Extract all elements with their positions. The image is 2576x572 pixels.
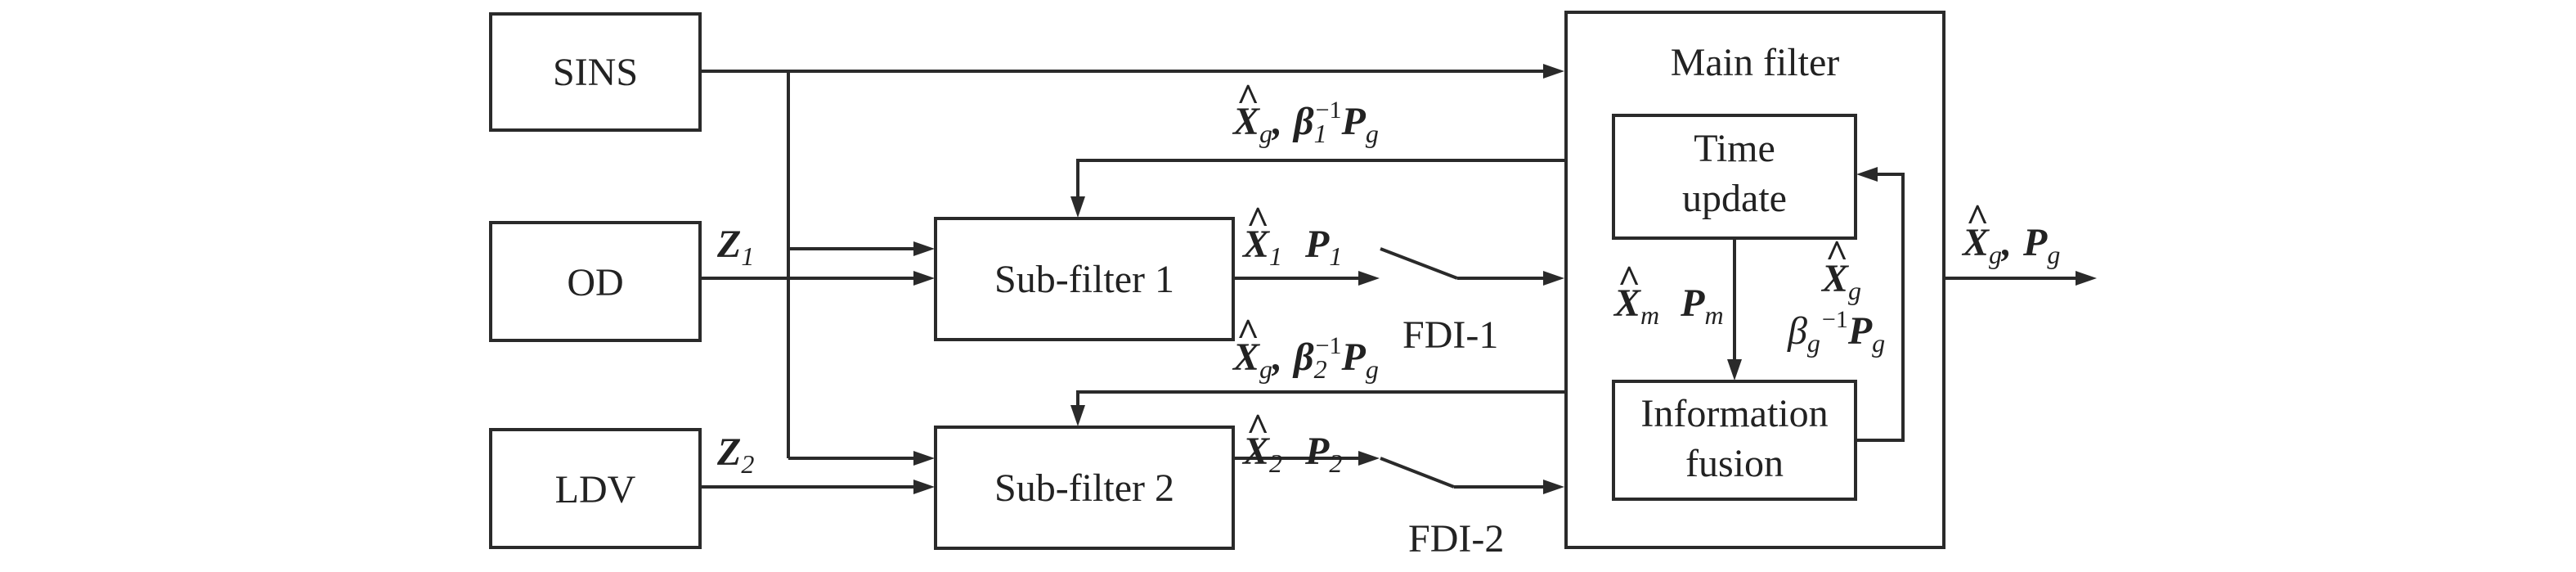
sins-label: SINS (553, 51, 638, 94)
ldv-to-sub-filter-2-arrow (700, 480, 935, 494)
fusion-to-time-update-loop-arrow (1856, 167, 1905, 442)
main-filter-loop-label: ^ Xg βg−1Pg (1787, 232, 1885, 358)
main-to-sub-filter-2-feedback-arrow (1070, 390, 1566, 426)
svg-text:^: ^ (1966, 196, 1988, 240)
sins-to-sub-filter-2-arrow (788, 451, 935, 466)
svg-text:βg−1Pg: βg−1Pg (1787, 306, 1885, 358)
main-filter-output-label: ^ Xg,Pg (1961, 196, 2060, 269)
sins-block: SINS (489, 12, 702, 132)
main-to-sub-filter-1-feedback-arrow (1070, 159, 1566, 218)
time-update-label-line1: Time (1694, 127, 1775, 170)
main-filter-label: Main filter (1671, 41, 1840, 84)
feedback-1-label: ^ Xg,β1−1Pg (1232, 76, 1379, 148)
sins-to-sub-filter-1-arrow (788, 241, 935, 256)
sub-filter-2-label: Sub-filter 2 (994, 466, 1174, 510)
time-update-block: Time update (1612, 114, 1857, 240)
information-fusion-block: Information fusion (1612, 380, 1857, 501)
svg-text:^: ^ (1246, 199, 1268, 242)
od-label: OD (567, 261, 623, 304)
fdi-1-switch (1380, 247, 1564, 286)
svg-text:^: ^ (1825, 232, 1847, 276)
fdi-2-label: FDI-2 (1408, 517, 1504, 561)
od-block: OD (489, 221, 702, 342)
svg-text:^: ^ (1236, 311, 1259, 354)
svg-text:Z1: Z1 (716, 223, 754, 271)
feedback-2-label: ^ Xg,β2−1Pg (1232, 311, 1379, 384)
svg-text:Xg,Pg: Xg,Pg (1961, 221, 2060, 269)
sub-filter-1-block: Sub-filter 1 (934, 217, 1235, 341)
time-update-to-fusion-arrow (1727, 238, 1742, 381)
main-filter-output-arrow (1944, 271, 2097, 286)
z2-label: Z2 (716, 430, 754, 479)
svg-text:^: ^ (1246, 406, 1268, 449)
information-fusion-label-line1: Information (1640, 392, 1828, 435)
svg-text:Xg: Xg (1820, 257, 1861, 305)
z1-label: Z1 (716, 223, 754, 271)
information-fusion-label-line2: fusion (1685, 442, 1784, 485)
fdi-2-switch (1380, 457, 1564, 494)
sub-filter-1-label: Sub-filter 1 (994, 258, 1174, 301)
fdi-1-label: FDI-1 (1402, 313, 1498, 357)
time-update-label-line2: update (1682, 177, 1787, 220)
od-to-sub-filter-1-arrow (700, 271, 935, 286)
sub-filter-2-block: Sub-filter 2 (934, 426, 1235, 550)
sub-filter-1-output-arrow (1233, 271, 1380, 286)
svg-text:Xg,β2−1Pg: Xg,β2−1Pg (1232, 332, 1379, 384)
ldv-block: LDV (489, 428, 702, 549)
sins-to-main-filter-arrow (700, 64, 1564, 79)
svg-text:^: ^ (1236, 76, 1259, 119)
sub-filter-2-output-arrow (1233, 451, 1380, 466)
svg-text:Z2: Z2 (716, 430, 754, 479)
svg-text:Xg,β1−1Pg: Xg,β1−1Pg (1232, 97, 1379, 148)
svg-text:^: ^ (1618, 258, 1640, 301)
ldv-label: LDV (555, 468, 636, 511)
